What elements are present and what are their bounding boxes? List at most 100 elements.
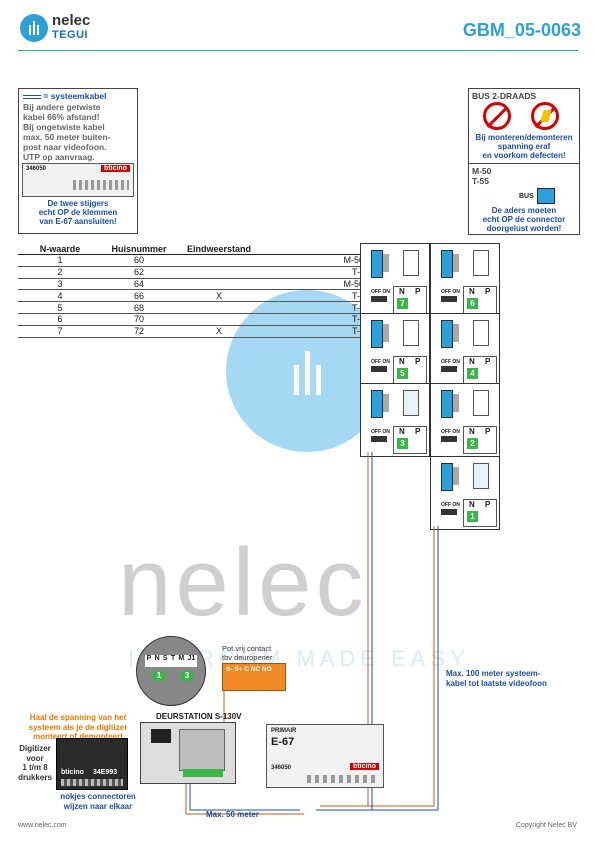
table-cell xyxy=(176,301,262,314)
bus-warning: Bij monteren/demonteren spanning eraf en… xyxy=(475,133,573,160)
no-screwdriver-icon xyxy=(483,102,511,130)
switch-label: OFF ON xyxy=(441,289,460,295)
table-cell: M-50E xyxy=(262,278,370,291)
switch-label: OFF ON xyxy=(441,359,460,365)
n-label: N xyxy=(469,357,475,366)
nokjes-note: nokjes connectoren wijzen naar elkaar xyxy=(60,792,136,811)
table-cell: X xyxy=(176,289,262,303)
table-cell: 2 xyxy=(18,266,102,279)
terminal-block xyxy=(371,250,383,278)
terminal-block-mini xyxy=(383,394,389,412)
spanning-note: Haal de spanning van het systeem als je … xyxy=(28,713,128,741)
n-label: N xyxy=(469,500,475,509)
n-label: N xyxy=(469,427,475,436)
connector-zoom: P N S T M J1 1 3 xyxy=(136,636,206,706)
table-cell: 64 xyxy=(102,278,176,291)
handset-icon xyxy=(403,390,419,416)
terminal-block xyxy=(371,320,383,348)
switch-label: OFF ON xyxy=(441,502,460,508)
table-cell: 7 xyxy=(18,325,102,338)
terminal-block-mini xyxy=(453,254,459,272)
nelec-logo: nelec TEGUI xyxy=(20,12,130,46)
table-cell xyxy=(176,313,262,326)
table-cell xyxy=(176,266,262,279)
n-value: 4 xyxy=(467,368,478,379)
terminal-block-mini xyxy=(453,324,459,342)
table-row: 568T-55 xyxy=(18,301,370,314)
bus-connector-icon xyxy=(537,188,555,204)
connector-labels: P N S T M J1 xyxy=(145,655,197,667)
table-cell: 4 xyxy=(18,289,102,303)
info-box-right: BUS 2-DRAADS Bij monteren/demonteren spa… xyxy=(468,88,580,164)
footer-left: www.nelec.com xyxy=(18,822,67,829)
potvrij-terminals: S- S+ C NC NO xyxy=(226,666,272,673)
switch-label: OFF ON xyxy=(371,289,390,295)
dip-switch xyxy=(371,436,387,442)
dip-switch xyxy=(371,366,387,372)
p-label: P xyxy=(485,427,491,436)
no-power-icon xyxy=(531,102,559,130)
watermark-circle-mark xyxy=(288,350,328,395)
terminal-block xyxy=(441,250,453,278)
dip-switch xyxy=(441,509,457,515)
doc-code: GBM_05-0063 xyxy=(462,20,581,40)
table-row: 772XT-55 xyxy=(18,325,370,338)
table-cell xyxy=(176,278,262,291)
terminal-block-mini xyxy=(453,467,459,485)
e67-module: PRIMAIR E-67 346050 bticino xyxy=(266,724,384,788)
table-cell: X xyxy=(176,325,262,338)
table-cell: 70 xyxy=(102,313,176,326)
handset-icon xyxy=(473,463,489,489)
terminal-block xyxy=(441,320,453,348)
p-label: P xyxy=(485,357,491,366)
dip-switch xyxy=(441,296,457,302)
col-n-waarde: N-waarde xyxy=(18,243,102,255)
handset-icon xyxy=(473,250,489,276)
handset-icon xyxy=(473,390,489,416)
deurstation-label: DEURSTATION S-130V xyxy=(156,712,242,721)
handset-icon xyxy=(473,320,489,346)
nelec-logo-icon xyxy=(20,14,48,42)
n-value: 7 xyxy=(397,298,408,309)
dip-switch xyxy=(441,366,457,372)
info-left-caption: De twee stijgers echt OP de klemmen van … xyxy=(38,199,118,226)
p-label: P xyxy=(415,287,421,296)
n-value: 6 xyxy=(467,298,478,309)
table-row: 466XT-55 xyxy=(18,289,370,303)
terminal-block xyxy=(441,463,453,491)
potvrij-block: S- S+ C NC NO xyxy=(222,663,286,691)
col-eindweerstand: Eindweerstand xyxy=(176,243,262,255)
n-value: 3 xyxy=(397,438,408,449)
p-label: P xyxy=(415,357,421,366)
dip-switch xyxy=(441,436,457,442)
col-type xyxy=(262,243,370,255)
table-cell xyxy=(176,254,262,267)
n-label: N xyxy=(399,357,405,366)
n-value: 1 xyxy=(467,511,478,522)
watermark-word: nelec xyxy=(118,529,368,636)
p-label: P xyxy=(485,500,491,509)
digitizer-note: Digitizer voor 1 t/m 8 drukkers xyxy=(18,744,52,782)
model-a: M-50 xyxy=(472,166,492,176)
table-cell: 1 xyxy=(18,254,102,267)
dip-switch xyxy=(371,296,387,302)
table-cell: 72 xyxy=(102,325,176,338)
footer-right: Copyright Nelec BV xyxy=(515,822,577,829)
max100-note: Max. 100 meter systeem- kabel tot laatst… xyxy=(446,669,547,688)
model-b: T-55 xyxy=(472,176,490,186)
p-label: P xyxy=(485,287,491,296)
switch-label: OFF ON xyxy=(441,429,460,435)
info-box-left: = systeemkabel Bij andere getwiste kabel… xyxy=(18,88,138,234)
n-label: N xyxy=(469,287,475,296)
deurstation-panel xyxy=(140,722,236,784)
table-cell: M-50E xyxy=(262,254,370,267)
